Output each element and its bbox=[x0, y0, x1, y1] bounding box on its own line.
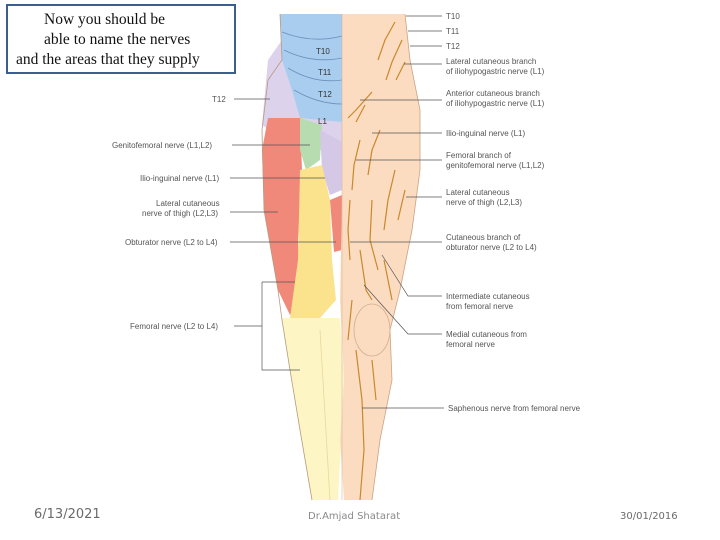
left-label-obturator: Obturator nerve (L2 to L4) bbox=[125, 238, 218, 247]
segment-label-l1: L1 bbox=[318, 117, 327, 126]
left-label-genitofemoral: Genitofemoral nerve (L1,L2) bbox=[112, 141, 212, 150]
right-label-t10: T10 bbox=[446, 12, 460, 21]
footer-right-date: 30/01/2016 bbox=[620, 511, 678, 522]
right-label-intermediate-2: from femoral nerve bbox=[446, 302, 514, 311]
left-label-lateral-cutaneous: Lateral cutaneous bbox=[156, 199, 220, 208]
right-label-genitofemoral-2: genitofemoral nerve (L1,L2) bbox=[446, 161, 545, 170]
footer-author: Dr.Amjad Shatarat bbox=[308, 511, 401, 522]
dermatome-obturator bbox=[330, 195, 342, 252]
right-label-lat-iliohypogastric: Lateral cutaneous branch bbox=[446, 57, 536, 66]
dermatome-blue-trunk bbox=[280, 14, 342, 122]
right-label-intermediate: Intermediate cutaneous bbox=[446, 292, 530, 301]
left-label-femoral: Femoral nerve (L2 to L4) bbox=[130, 322, 218, 331]
nerve-branches bbox=[347, 21, 406, 501]
right-label-lateral-cutaneous-2: nerve of thigh (L2,L3) bbox=[446, 198, 522, 207]
left-label-lateral-cutaneous-2: nerve of thigh (L2,L3) bbox=[142, 209, 218, 218]
dermatome-lateral-thigh bbox=[262, 118, 302, 315]
callout-line-2: able to name the nerves bbox=[44, 31, 191, 48]
right-label-lat-iliohypogastric-2: of iliohypogastric nerve (L1) bbox=[446, 67, 545, 76]
right-label-saphenous: Saphenous nerve from femoral nerve bbox=[448, 404, 581, 413]
dermatome-ilioinguinal bbox=[320, 130, 342, 195]
dermatome-lower-leg bbox=[282, 318, 344, 500]
right-label-obturator: Cutaneous branch of bbox=[446, 233, 521, 242]
dermatome-femoral-anterior bbox=[290, 165, 336, 318]
callout-line-3: and the areas that they supply bbox=[16, 51, 200, 68]
right-label-medial-2: femoral nerve bbox=[446, 340, 495, 349]
left-label-ilioinguinal: Ilio-inguinal nerve (L1) bbox=[140, 174, 219, 183]
right-label-ant-iliohypogastric: Anterior cutaneous branch bbox=[446, 89, 540, 98]
right-label-ant-iliohypogastric-2: of iliohypogastric nerve (L1) bbox=[446, 99, 545, 108]
right-label-t12: T12 bbox=[446, 42, 460, 51]
right-label-lateral-cutaneous: Lateral cutaneous bbox=[446, 188, 510, 197]
right-label-t11: T11 bbox=[446, 27, 460, 36]
callout-line-1: Now you should be bbox=[44, 11, 165, 28]
footer-date: 6/13/2021 bbox=[34, 507, 101, 522]
right-label-obturator-2: obturator nerve (L2 to L4) bbox=[446, 243, 537, 252]
dermatome-genitofemoral bbox=[300, 118, 322, 170]
leg-skin-right bbox=[340, 14, 420, 500]
instruction-callout: Now you should be able to name the nerve… bbox=[6, 4, 236, 74]
segment-label-t11: T11 bbox=[318, 68, 332, 77]
segment-label-t12: T12 bbox=[318, 90, 332, 99]
left-label-t12: T12 bbox=[212, 95, 226, 104]
right-label-genitofemoral: Femoral branch of bbox=[446, 151, 512, 160]
right-label-medial: Medial cutaneous from bbox=[446, 330, 527, 339]
right-label-ilioinguinal: Ilio-inguinal nerve (L1) bbox=[446, 129, 525, 138]
segment-label-t10: T10 bbox=[316, 47, 330, 56]
